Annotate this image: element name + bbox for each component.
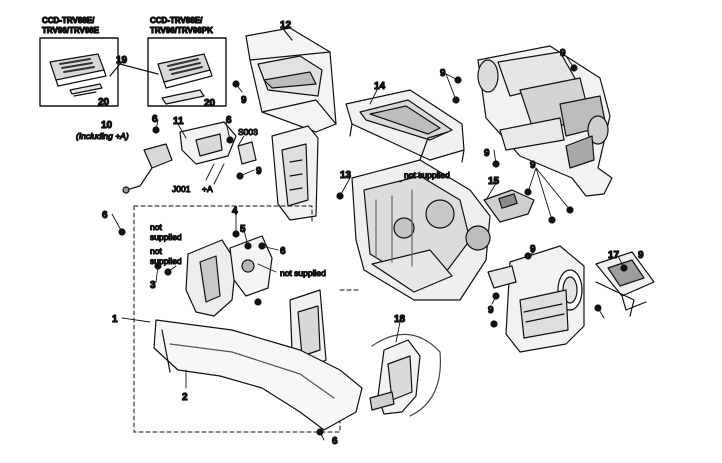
jack-holder-part-11	[179, 121, 257, 165]
note-not-supplied-mid: not supplied	[280, 268, 326, 278]
battery-cover-icon	[161, 89, 205, 105]
label-plus-a: +A	[202, 184, 213, 194]
callout-10: 10	[101, 120, 113, 131]
remote-box-right	[147, 37, 227, 107]
note-supplied-1: supplied	[150, 232, 182, 242]
callout-2: 2	[182, 392, 188, 403]
leader-12	[283, 29, 293, 41]
callout-19: 19	[116, 55, 128, 66]
screw-icon	[118, 64, 628, 436]
callout-17: 17	[608, 250, 620, 261]
callout-10-note: (Including +A)	[76, 131, 129, 141]
lens-block-assembly	[477, 45, 613, 197]
callout-6-jack: 6	[152, 114, 158, 125]
panel-part-17	[595, 251, 655, 317]
callout-9-lens-left: 9	[440, 68, 446, 79]
callout-9-vf-low: 9	[488, 305, 494, 316]
model-label-right-2: TRV96/TRV96PK	[150, 26, 213, 35]
viewfinder-assembly	[487, 245, 585, 353]
callout-9-holder: 9	[256, 166, 262, 177]
callout-20-left: 20	[98, 97, 110, 108]
callout-18: 18	[394, 314, 406, 325]
callout-9-bracket: 9	[530, 160, 536, 171]
callout-14: 14	[374, 81, 386, 92]
jack-part-10	[122, 143, 173, 194]
callout-20-right: 20	[204, 98, 216, 109]
cassette-lid-part-12	[245, 27, 337, 133]
callout-9-lens: 9	[560, 48, 566, 59]
callout-3: 3	[150, 280, 156, 291]
callout-13: 13	[340, 170, 352, 181]
callout-6-left: 6	[102, 210, 108, 221]
grip-belt-part-2	[153, 319, 363, 431]
callout-4: 4	[232, 206, 238, 217]
battery-cover-icon	[69, 83, 103, 97]
bracket-part-15	[483, 189, 535, 223]
grip-part-18	[369, 333, 442, 417]
note-supplied-2: supplied	[150, 256, 182, 266]
callout-11: 11	[173, 116, 184, 127]
callout-1: 1	[112, 314, 118, 325]
model-label-right-1: CCD-TRV88E/	[150, 16, 203, 25]
cabinet-bracket	[271, 125, 319, 221]
remote-commander-icon	[49, 53, 107, 87]
callout-9-lid: 9	[241, 95, 247, 106]
leader-19	[109, 63, 159, 77]
callout-5: 5	[240, 224, 246, 235]
remote-box-left	[39, 37, 119, 107]
callout-15: 15	[488, 176, 500, 187]
remote-commander-icon	[157, 53, 213, 89]
callout-6-bottom: 6	[332, 436, 338, 447]
callout-9-vf: 9	[530, 244, 536, 255]
callout-6-holder: 6	[226, 115, 232, 126]
callout-12: 12	[280, 20, 292, 31]
top-frame-part-14	[345, 89, 465, 163]
note-not-supplied-top: not supplied	[404, 170, 450, 180]
leader-lines	[111, 55, 625, 441]
model-label-left-2: TRV96/TRV98E	[42, 26, 100, 35]
callout-6-mid: 6	[280, 246, 286, 257]
model-label-left-1: CCD-TRV88E/	[42, 16, 95, 25]
main-chassis-mechanism	[351, 131, 491, 301]
label-s003: S003	[238, 127, 258, 137]
label-j001: J001	[172, 184, 191, 194]
callout-9-panel: 9	[638, 250, 644, 261]
note-not-1: not	[150, 222, 162, 232]
callout-9-chassis: 9	[484, 148, 490, 159]
note-not-2: not	[150, 246, 162, 256]
